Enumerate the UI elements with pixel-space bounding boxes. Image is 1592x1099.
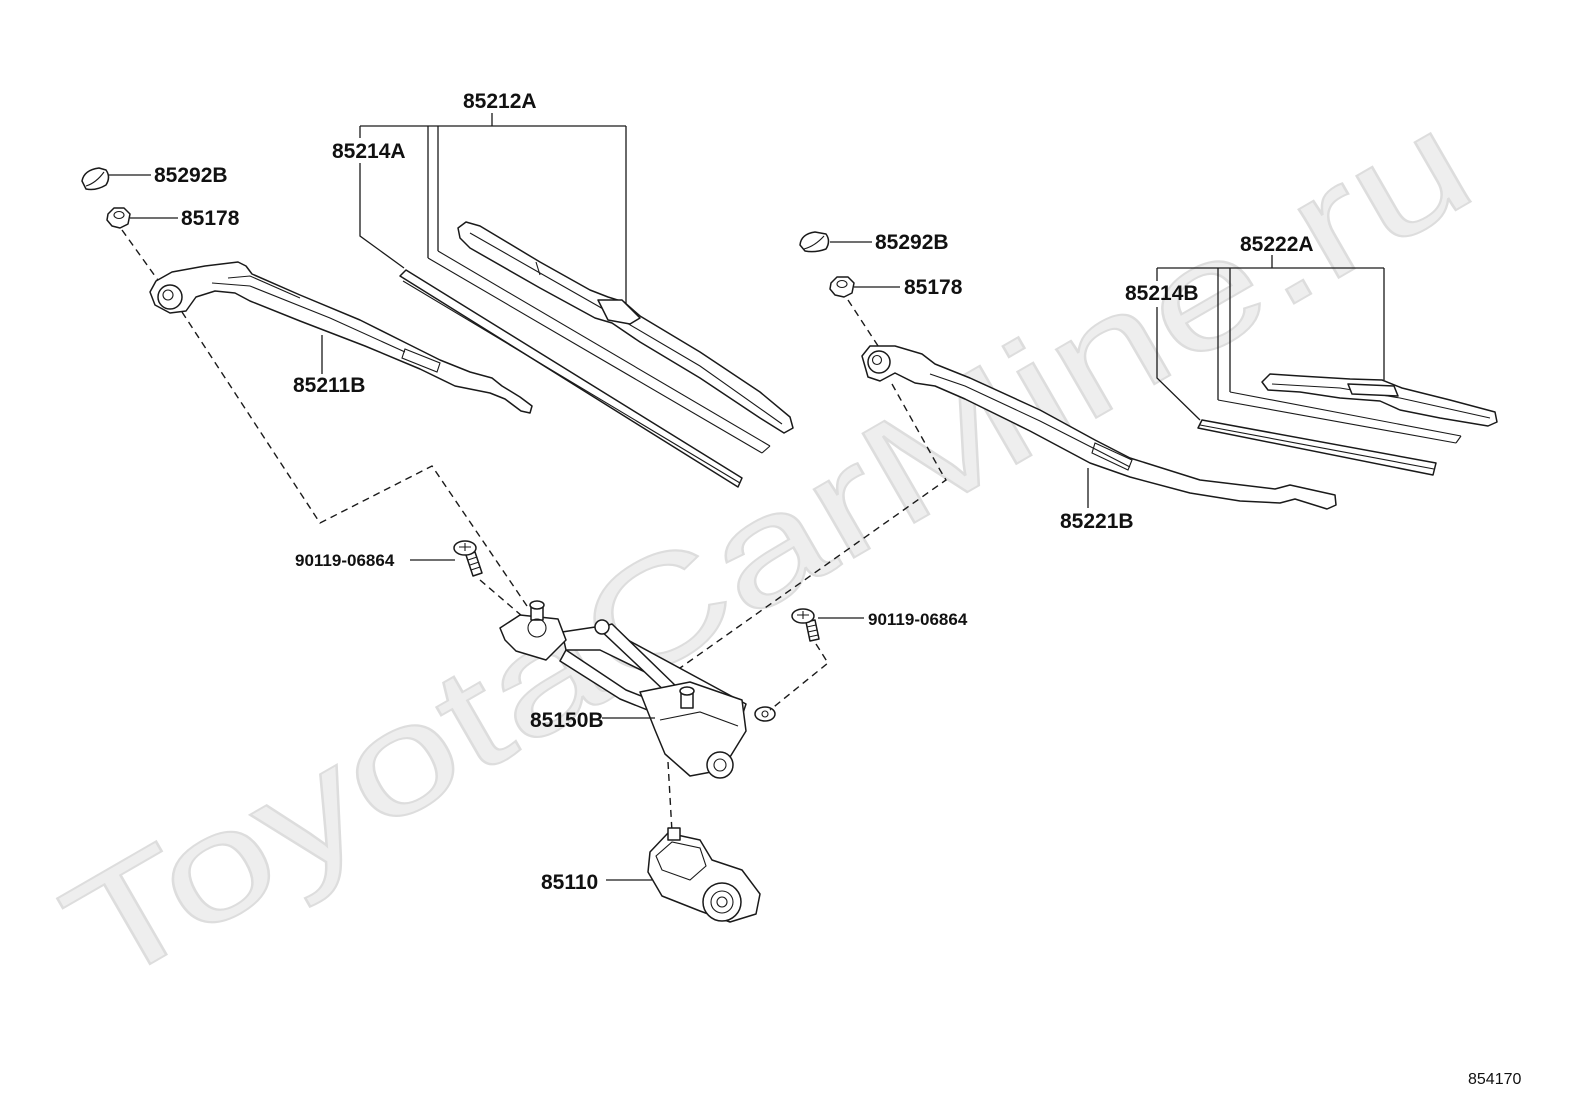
callout-blade-assembly-left: 85212A <box>463 90 537 113</box>
arm-ridge <box>211 282 406 353</box>
bolt-thread <box>467 556 481 571</box>
bracket-end <box>754 706 776 722</box>
arm-outline <box>149 261 533 414</box>
dashed-connection-line <box>769 643 829 711</box>
bolt-left: 90119-06864 <box>295 540 483 577</box>
wiper-arm-left: 85211B <box>149 261 533 414</box>
dashed-connection-line <box>181 311 528 607</box>
callout-link-assembly: 85150B <box>530 709 604 732</box>
callout-blade-rubber-right: 85214B <box>1125 282 1199 305</box>
bolt-head-slot <box>797 611 809 619</box>
blade-strip-line <box>1229 391 1462 437</box>
nut-hole <box>836 279 848 289</box>
arm-joint <box>401 348 441 373</box>
arm-pivot-hole <box>162 289 174 301</box>
arm-nut-left: 85178 <box>106 207 240 230</box>
callout-arm-left: 85211B <box>293 374 365 397</box>
motor-mount <box>706 751 734 779</box>
cap-shape <box>799 231 830 253</box>
callout-motor: 85110 <box>541 871 598 894</box>
blade-spine <box>469 232 783 425</box>
blade-strip-line <box>437 250 771 447</box>
blade-strip-end <box>761 445 771 454</box>
arm-pivot <box>157 284 183 310</box>
wiper-arm-right: 85221B <box>861 345 1337 533</box>
arm-ridge <box>929 373 1131 468</box>
callout-arm-cap-left: 85292B <box>154 164 228 187</box>
blade-body <box>1261 373 1498 427</box>
pivot-shaft-top <box>679 686 695 696</box>
wiper-motor: 85110 <box>541 827 761 923</box>
arm-pivot-hole <box>871 354 883 366</box>
bracket-end-hole <box>761 710 769 718</box>
crank-detail <box>659 711 739 727</box>
bolt-thread <box>806 624 819 638</box>
wiper-link-assembly: 85150B <box>499 600 776 779</box>
blade-clip <box>597 299 641 325</box>
callout-arm-right: 85221B <box>1060 510 1134 533</box>
blade-body <box>457 221 794 434</box>
callout-arm-nut-right: 85178 <box>904 276 963 299</box>
arm-cap-right: 85292B <box>799 231 949 254</box>
arm-outline <box>861 345 1337 510</box>
blade-assembly-right: 85222A <box>1157 233 1498 444</box>
nut-hole <box>113 210 125 220</box>
cap-shape <box>81 167 110 191</box>
dashed-connection-line <box>847 299 883 353</box>
blade-rubber-left: 85214A <box>332 126 743 488</box>
arm-cap-left: 85292B <box>81 164 228 191</box>
dashed-connection-line <box>479 579 523 617</box>
dashed-connection-line <box>667 761 673 833</box>
motor-end-center <box>716 896 728 908</box>
cap-edge <box>85 171 105 187</box>
pivot-shaft-top <box>529 600 545 610</box>
motor-gearbox <box>655 841 707 881</box>
callout-arm-nut-left: 85178 <box>181 207 240 230</box>
callout-blade-assembly-right: 85222A <box>1240 233 1314 256</box>
dashed-connection-line <box>679 383 947 669</box>
motor-output-shaft <box>667 827 681 841</box>
blade-marker <box>535 261 541 276</box>
bolt-right: 90119-06864 <box>791 608 968 642</box>
callout-bolt-left: 90119-06864 <box>295 551 395 570</box>
pivot-housing-left <box>499 614 567 661</box>
arm-joint <box>1091 442 1133 471</box>
blade-strip-line <box>427 257 763 454</box>
rubber-edge <box>1199 424 1435 470</box>
blade-clip <box>1347 383 1399 397</box>
motor-end <box>702 882 742 922</box>
rubber-edge <box>402 280 741 484</box>
callout-bolt-right: 90119-06864 <box>868 610 968 629</box>
illustration-number: 854170 <box>1468 1071 1521 1088</box>
blade-strip-line <box>1217 399 1457 444</box>
arm-ridge <box>227 275 301 299</box>
motor-end-ring <box>710 890 734 914</box>
blade-assembly-left: 85212A <box>360 90 794 454</box>
blade-strip-end <box>1455 435 1462 444</box>
leader-line <box>1156 307 1201 421</box>
watermark: ToyotaCarMine.ru <box>37 77 1498 1017</box>
arm-pivot <box>867 350 891 374</box>
link-pivot <box>594 619 610 635</box>
leader-line <box>359 163 405 269</box>
cap-edge <box>803 235 825 250</box>
callout-arm-cap-right: 85292B <box>875 231 949 254</box>
pivot-ring <box>527 618 547 638</box>
callout-blade-rubber-left: 85214A <box>332 140 406 163</box>
dashed-connection-line <box>121 229 161 284</box>
motor-mount-hole <box>713 758 727 772</box>
bolt-head-slot <box>459 543 471 551</box>
arm-nut-right: 85178 <box>829 276 963 299</box>
blade-rubber-right: 85214B <box>1125 268 1437 476</box>
